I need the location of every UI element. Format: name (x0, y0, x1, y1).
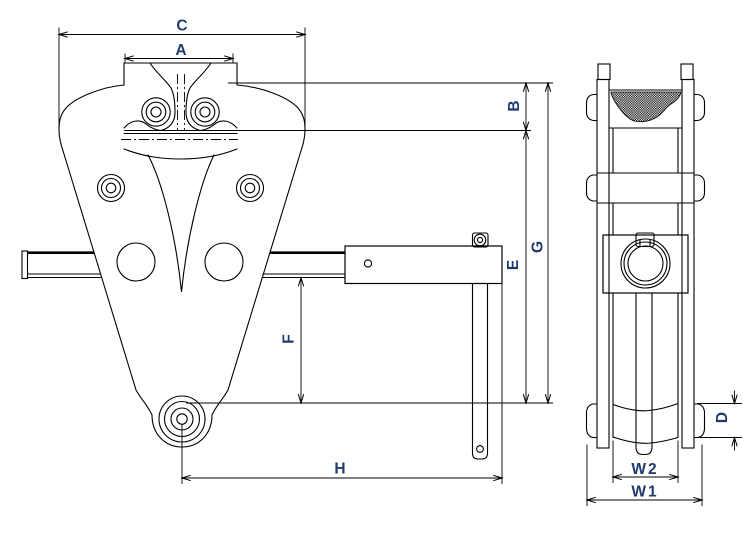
dim-label-a: A (175, 42, 186, 59)
block-hole (363, 259, 373, 268)
dim-label-c: C (176, 18, 187, 35)
side-plate-right (681, 78, 695, 449)
lightening-hole-left (116, 242, 156, 282)
dim-label-g: G (529, 241, 546, 253)
lightening-hole-right (204, 242, 244, 282)
roller-left (141, 97, 171, 127)
jaw-details (121, 62, 238, 293)
dim-label-f: F (280, 334, 297, 343)
dim-label-w2: W2 (631, 461, 658, 478)
flange-section-band (608, 89, 683, 129)
side-plate-left (596, 78, 610, 449)
side-tab-right (680, 63, 694, 81)
inner-column (612, 127, 679, 404)
beam-flange-hatch (610, 91, 682, 123)
dim-label-w1: W1 (631, 484, 658, 501)
tommy-bar (471, 232, 489, 460)
spindle-block (344, 245, 503, 285)
bolt-left (96, 173, 126, 203)
clamp-body-outline (58, 62, 306, 448)
front-view-drawing (21, 62, 503, 460)
roller-right (190, 97, 220, 127)
pivot-pin-side (585, 402, 706, 444)
dim-label-e: E (505, 260, 522, 270)
dim-label-d: D (714, 412, 731, 423)
bolt-right (235, 173, 265, 203)
screw-bar (21, 250, 346, 280)
dimension-annotations: C A B G E F H D W2 W1 (57, 18, 742, 506)
spindle-block-side (602, 232, 689, 294)
axle-bolt-heads (585, 93, 706, 202)
side-view-drawing (585, 63, 706, 456)
dim-label-b: B (506, 100, 523, 111)
side-tab-left (597, 63, 611, 81)
throat-mouth (123, 148, 238, 160)
throat-stem (147, 154, 215, 293)
middle-band (596, 172, 695, 204)
tommy-bar-side (635, 292, 653, 456)
dim-label-h: H (334, 461, 345, 478)
